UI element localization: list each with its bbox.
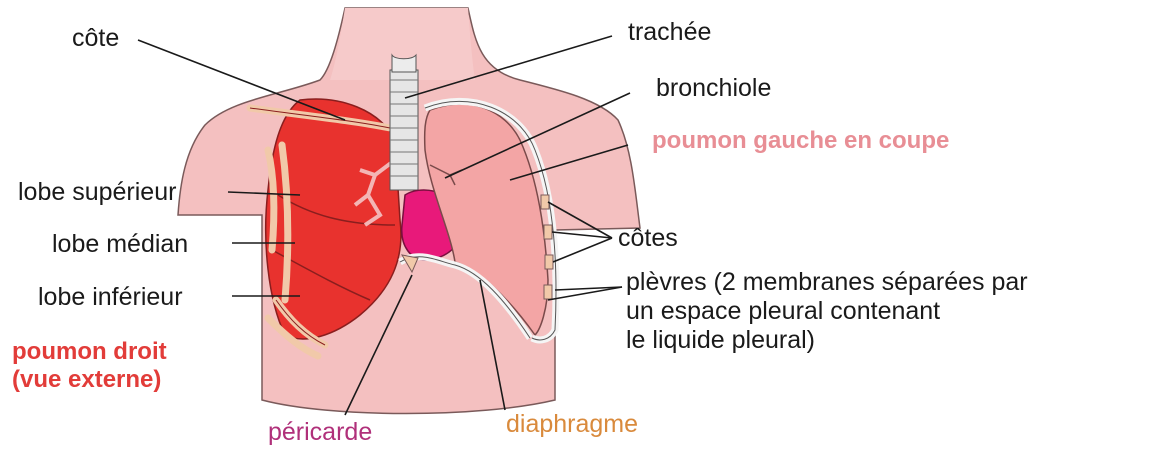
line-cotes-3	[553, 238, 612, 262]
label-plevres-line3: le liquide pleural)	[626, 326, 1028, 355]
label-plevres-line2: un espace pleural contenant	[626, 297, 1028, 326]
trachea-shape	[390, 55, 418, 190]
label-trachee: trachée	[628, 18, 711, 46]
label-poumon-droit-line1: poumon droit	[12, 338, 167, 366]
label-lobe-inferieur: lobe inférieur	[38, 283, 183, 311]
label-plevres: plèvres (2 membranes séparées par un esp…	[626, 268, 1028, 355]
label-diaphragme: diaphragme	[506, 410, 638, 438]
label-lobe-median: lobe médian	[52, 230, 188, 258]
label-cotes: côtes	[618, 224, 678, 252]
label-poumon-droit-line2: (vue externe)	[12, 366, 167, 394]
label-poumon-gauche: poumon gauche en coupe	[652, 127, 949, 155]
label-bronchiole: bronchiole	[656, 74, 771, 102]
label-cote: côte	[72, 24, 119, 52]
label-lobe-superieur: lobe supérieur	[18, 178, 176, 206]
label-poumon-droit: poumon droit (vue externe)	[12, 338, 167, 394]
label-pericarde: péricarde	[268, 418, 372, 446]
label-plevres-line1: plèvres (2 membranes séparées par	[626, 268, 1028, 297]
